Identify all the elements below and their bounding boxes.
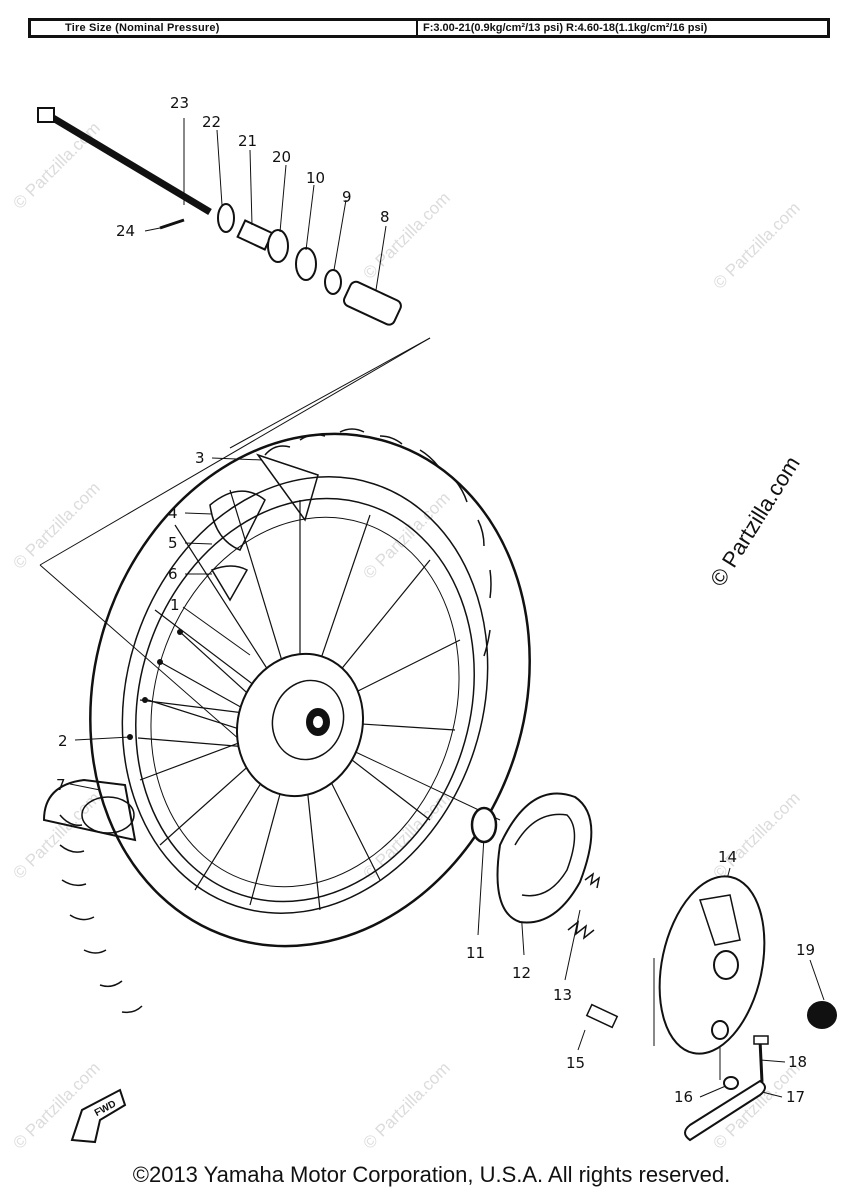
leader-5 [184, 542, 213, 545]
watermark: © Partzilla.com [9, 478, 103, 572]
callout-24: 24 [116, 222, 135, 240]
callout-15: 15 [566, 1054, 585, 1072]
watermark: © Partzilla.com [9, 118, 103, 212]
leader-21 [249, 149, 253, 226]
tire-inner [121, 476, 489, 914]
tire-outer [89, 432, 531, 948]
spoke-nipples-2 [127, 629, 183, 740]
leader-10 [305, 184, 315, 251]
spring-13 [567, 920, 595, 940]
callout-10: 10 [306, 169, 325, 187]
tire-section-7-bore [81, 796, 135, 834]
leader-19 [809, 959, 825, 1001]
callout-22: 22 [202, 113, 221, 131]
callout-3: 3 [195, 449, 205, 467]
leader-2 [74, 736, 131, 741]
tire-size-spec-bar: Tire Size (Nominal Pressure) F:3.00-21(0… [28, 18, 830, 38]
grease-nipple-15 [585, 1003, 619, 1029]
leader-9 [333, 199, 347, 271]
forward-arrow-icon: FWD [70, 1088, 127, 1144]
callout-numbers: 1 2 3 4 5 6 7 8 9 10 11 12 13 14 15 16 1… [56, 94, 815, 1106]
wheel [42, 428, 531, 1014]
hub-guide-line [329, 739, 501, 821]
spec-divider [416, 21, 418, 35]
callout-11: 11 [466, 944, 485, 962]
leader-13 [564, 909, 581, 981]
oil-seal-11 [470, 806, 498, 844]
watermark: © Partzilla.com [709, 198, 803, 292]
callout-7: 7 [56, 776, 66, 794]
axle-guide-line [229, 337, 431, 449]
cam-lever-17 [684, 1079, 766, 1142]
bearing-20 [267, 229, 289, 263]
rim-outer [135, 497, 475, 903]
callout-12: 12 [512, 964, 531, 982]
copyright-notice: ©2013 Yamaha Motor Corporation, U.S.A. A… [132, 1162, 731, 1187]
tire-guide-line [39, 564, 241, 741]
callout-13: 13 [553, 986, 572, 1004]
brake-assembly [470, 792, 837, 1142]
callout-2: 2 [58, 732, 68, 750]
callout-1: 1 [170, 596, 180, 614]
watermark: © Partzilla.com [709, 788, 803, 882]
watermark: © Partzilla.com [359, 1058, 453, 1152]
watermark-dark: © Partzilla.com [705, 452, 805, 591]
callout-8: 8 [380, 208, 390, 226]
bolt-18 [758, 1039, 764, 1083]
callout-20: 20 [272, 148, 291, 166]
callout-9: 9 [342, 188, 352, 206]
leader-7 [69, 783, 101, 791]
nut-24 [159, 218, 185, 230]
leader-24 [144, 227, 161, 232]
washer-16 [723, 1076, 739, 1090]
callout-5: 5 [168, 534, 178, 552]
leader-18 [759, 1059, 786, 1063]
spring-13b [584, 872, 601, 889]
callout-14: 14 [718, 848, 737, 866]
leader-11 [477, 836, 485, 936]
hub-1 [235, 652, 365, 798]
brake-plate-14 [658, 875, 766, 1055]
oil-seal-10 [295, 247, 317, 281]
callout-16: 16 [674, 1088, 693, 1106]
tire-section-3 [256, 453, 319, 522]
callout-19: 19 [796, 941, 815, 959]
leader-15 [577, 1029, 586, 1051]
callout-21: 21 [238, 132, 257, 150]
callout-6: 6 [168, 565, 178, 583]
watermark: © Partzilla.com [359, 188, 453, 282]
rim-band-6 [210, 565, 249, 602]
leader-16 [699, 1084, 729, 1098]
axle-assembly [37, 107, 402, 326]
axle-guide-line [39, 337, 431, 566]
oil-seal-9 [324, 269, 342, 295]
callout-4: 4 [168, 504, 178, 522]
leader-22 [216, 129, 223, 206]
axle-shaft [46, 111, 212, 216]
spacer-8 [343, 280, 402, 326]
leader-1 [182, 606, 251, 656]
callout-18: 18 [788, 1053, 807, 1071]
leader-17 [761, 1091, 783, 1098]
tire-size-value: F:3.00-21(0.9kg/cm²/13 psi) R:4.60-18(1.… [423, 22, 708, 34]
tire-tread [59, 428, 492, 1014]
leader-20 [279, 164, 287, 233]
axle-head [37, 107, 55, 123]
tube-4 [209, 490, 266, 551]
callout-23: 23 [170, 94, 189, 112]
nut-19 [807, 1001, 837, 1029]
tire-size-label: Tire Size (Nominal Pressure) [65, 22, 220, 34]
rim-inner [150, 516, 460, 888]
leader-8 [375, 225, 387, 291]
collar-22 [217, 203, 235, 233]
brake-shoes-12 [496, 792, 593, 924]
leader-4 [184, 512, 213, 515]
watermark: © Partzilla.com [359, 488, 453, 582]
tire-section-7 [42, 778, 137, 842]
callout-17: 17 [786, 1088, 805, 1106]
